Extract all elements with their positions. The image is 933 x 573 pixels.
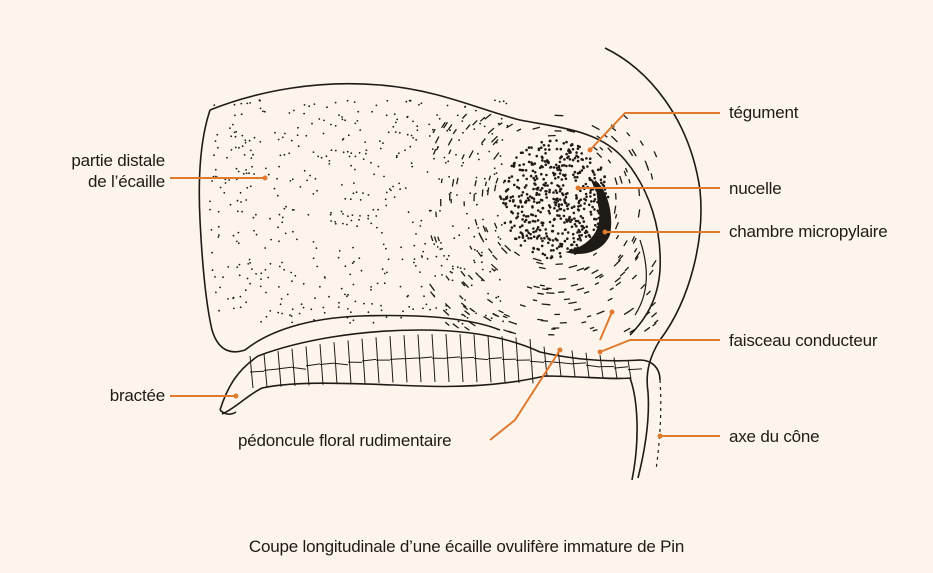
label-bractee: bractée	[60, 385, 165, 406]
label-tegument: tégument	[729, 102, 798, 123]
leader-lines	[170, 113, 720, 440]
label-partie-distale-line1: partie distale	[20, 150, 165, 171]
figure-caption: Coupe longitudinale d’une écaille ovulif…	[0, 537, 933, 557]
label-axe-du-cone: axe du cône	[729, 426, 819, 447]
label-partie-distale-line2: de l’écaille	[20, 171, 165, 192]
label-nucelle: nucelle	[729, 178, 781, 199]
leader-faisceau-b	[600, 312, 612, 340]
stipple-dots	[209, 99, 609, 325]
leader-pedoncule	[490, 350, 560, 440]
label-partie-distale: partie distale de l’écaille	[20, 150, 165, 192]
scale-body-outline	[210, 84, 660, 335]
tissue-dashes	[430, 114, 658, 335]
label-faisceau-conducteur: faisceau conducteur	[729, 330, 877, 351]
leader-tegument	[590, 113, 720, 150]
label-pedoncule: pédoncule floral rudimentaire	[238, 430, 451, 451]
bract-bottom	[222, 376, 637, 480]
scale-left-outline	[199, 110, 500, 352]
ovule-curve	[565, 180, 611, 254]
leader-faisceau	[600, 340, 720, 352]
axis-right	[656, 380, 661, 470]
integument-inner	[635, 240, 646, 315]
bract-top	[220, 330, 660, 410]
label-chambre-micropylaire: chambre micropylaire	[729, 221, 888, 242]
